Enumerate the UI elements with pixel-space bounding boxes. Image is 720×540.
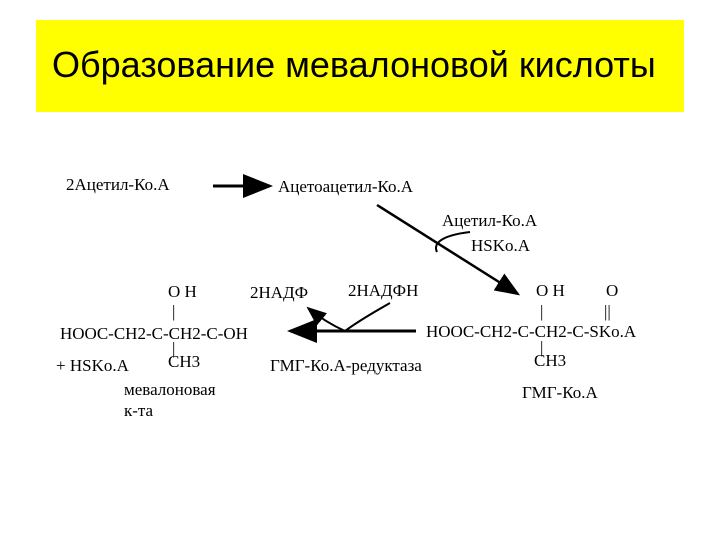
arrow-cofactor-branch	[435, 231, 471, 253]
hmg-chain: HOOC-CH2-C-CH2-C-SKo.A	[426, 322, 637, 341]
mev-ch3: CH3	[168, 352, 201, 371]
hskoa-released: HSKo.A	[471, 236, 531, 255]
hmg-o: O	[606, 281, 619, 300]
slide-title: Образование мевалоновой кислоты	[52, 44, 656, 85]
mev-oh: O H	[168, 282, 197, 301]
hmg-coa-name: ГМГ-Ко.А	[522, 383, 598, 402]
arrow-nadp-curve	[306, 306, 346, 332]
mev-bond-oh: |	[172, 302, 176, 321]
mevalonic-acid-name-2: к-та	[124, 401, 154, 420]
hmg-bond-oh: |	[540, 302, 544, 321]
hskoa-plus: + HSKo.A	[56, 356, 129, 375]
hmg-ch3: CH3	[534, 351, 567, 370]
nadp-label: 2НАДФ	[250, 283, 309, 302]
mev-bond-ch3: |	[172, 339, 176, 358]
acetyl-coa-start: 2Ацетил-Ко.А	[66, 175, 170, 194]
arrow-acetoacetyl-to-hmg	[376, 203, 521, 296]
hmg-bond-ch3: |	[540, 338, 544, 357]
enzyme-label: ГМГ-Ко.А-редуктаза	[270, 356, 422, 375]
acetyl-coa-input: Ацетил-Ко.А	[442, 211, 538, 230]
hmg-double-bond: ||	[604, 302, 611, 321]
mevalonic-acid-name-1: мевалоновая	[124, 380, 216, 399]
nadph-label: 2НАДФН	[348, 281, 419, 300]
hmg-oh: O H	[536, 281, 565, 300]
acetoacetyl-coa: Ацетоацетил-Ко.А	[278, 177, 414, 196]
arrow-nadph-curve	[344, 302, 391, 332]
title-banner	[36, 20, 684, 112]
mevalonate-chain: HOOC-CH2-C-CH2-C-OH	[60, 324, 248, 343]
